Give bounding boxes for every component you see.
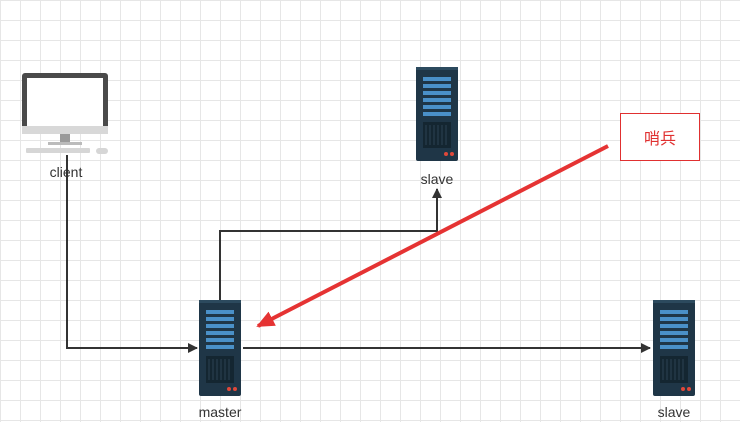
slave-top-node [416,67,458,161]
client-label: client [49,164,83,180]
master-node [199,300,241,396]
server-icon [416,67,458,161]
slave-right-node [653,300,695,396]
master-label: master [198,404,242,420]
slave-right-label: slave [657,404,691,420]
sentinel-arrow [256,144,609,328]
client-node [20,72,112,156]
edge-client-to-master [66,155,198,353]
server-icon [653,300,695,396]
edge-master-to-slave-top [219,188,442,300]
sentinel-annotation-box: 哨兵 [620,113,700,161]
desktop-monitor-icon [22,73,108,154]
slave-top-label: slave [420,171,454,187]
server-icon [199,300,241,396]
sentinel-annotation-text: 哨兵 [643,129,676,148]
